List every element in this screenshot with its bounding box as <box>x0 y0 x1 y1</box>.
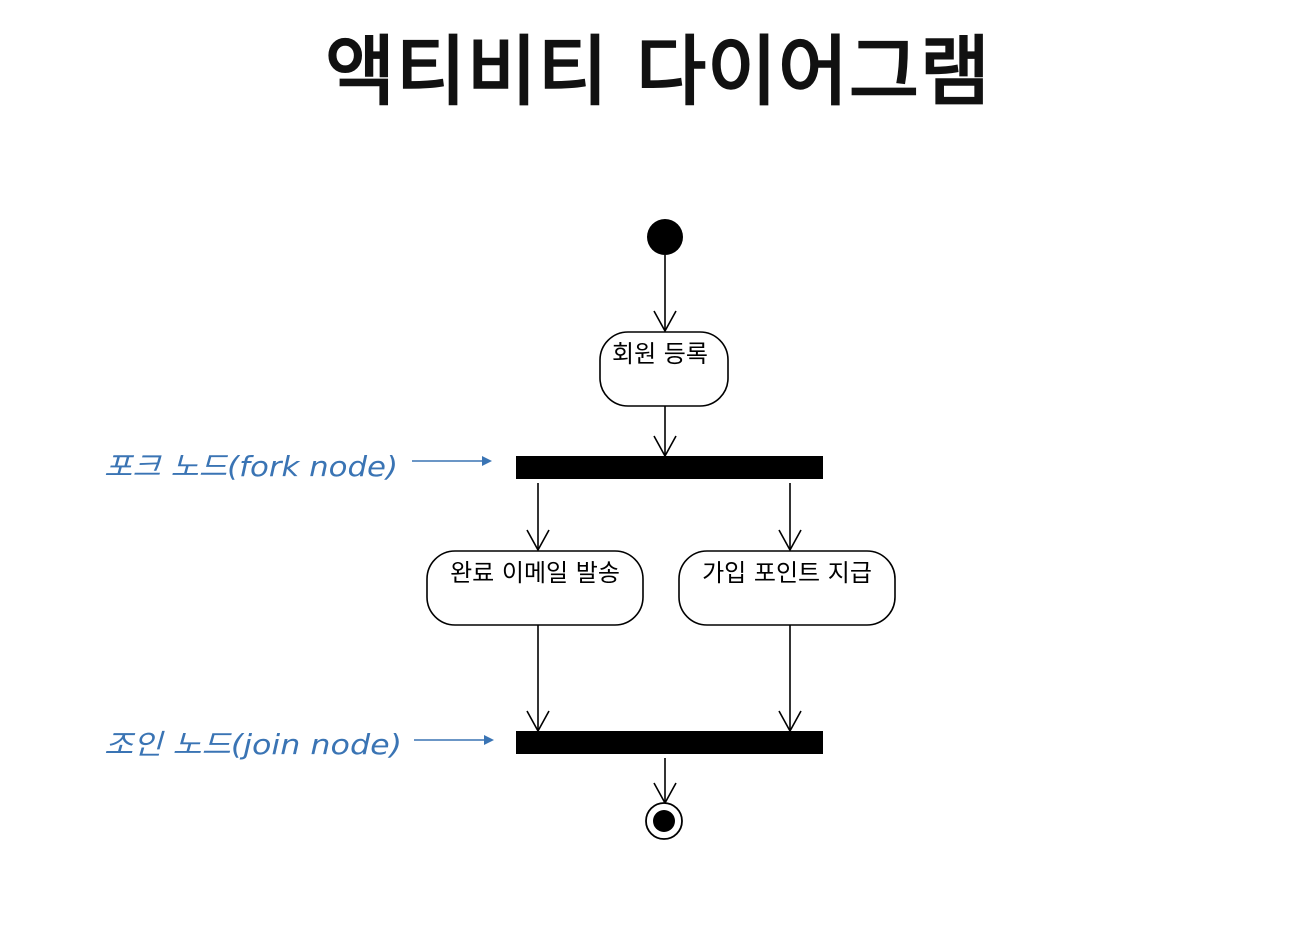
flow-register-to-fork <box>653 406 677 458</box>
action-points: 가입 포인트 지급 <box>678 550 896 626</box>
join-bar <box>516 731 823 754</box>
fork-bar <box>516 456 823 479</box>
action-register: 회원 등록 <box>599 331 729 407</box>
flow-join-to-final <box>653 758 677 805</box>
initial-node <box>647 219 683 255</box>
flow-fork-to-email <box>526 483 550 552</box>
page-title: 액티비티 다이어그램 <box>325 27 991 116</box>
flow-fork-to-points <box>778 483 802 552</box>
action-register-label: 회원 등록 <box>612 340 708 368</box>
join-annotation: 조인 노드(join node) <box>104 728 494 761</box>
flow-points-to-join <box>778 625 802 733</box>
fork-annotation-label: 포크 노드(fork node) <box>104 450 398 483</box>
join-annotation-label: 조인 노드(join node) <box>104 728 402 761</box>
final-node <box>645 802 683 840</box>
flow-initial-to-register <box>653 255 677 333</box>
action-points-label: 가입 포인트 지급 <box>702 559 872 587</box>
flow-email-to-join <box>526 625 550 733</box>
action-email: 완료 이메일 발송 <box>426 550 644 626</box>
fork-annotation: 포크 노드(fork node) <box>104 450 492 483</box>
action-email-label: 완료 이메일 발송 <box>450 559 620 587</box>
